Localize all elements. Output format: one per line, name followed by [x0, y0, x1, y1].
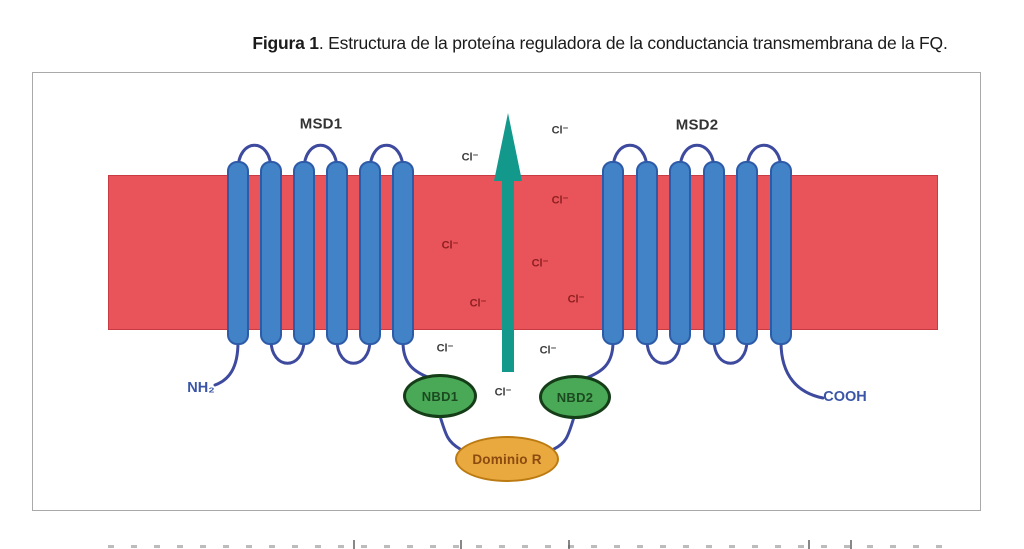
msd1-label: MSD1 [299, 115, 343, 133]
msd1-helix-3 [293, 161, 315, 345]
msd1-helix-5 [359, 161, 381, 345]
msd2-helix-2 [636, 161, 658, 345]
msd1-helix-6 [392, 161, 414, 345]
r-domain-label: Dominio R [472, 451, 542, 467]
nbd1-domain: NBD1 [403, 374, 477, 418]
figure-caption-number: Figura 1 [252, 33, 319, 53]
msd1-helix-4 [326, 161, 348, 345]
chloride-ion: Cl⁻ [551, 194, 569, 207]
msd2-helix-5 [736, 161, 758, 345]
msd1-helix-2 [260, 161, 282, 345]
carboxyl-terminal-label: COOH [823, 389, 867, 405]
msd1-helix-1 [227, 161, 249, 345]
chloride-ion: Cl⁻ [551, 124, 569, 137]
chloride-ion: Cl⁻ [441, 239, 459, 252]
chloride-ion: Cl⁻ [494, 386, 512, 399]
cutoff-text-line [108, 540, 953, 549]
chloride-ion: Cl⁻ [469, 297, 487, 310]
msd2-label: MSD2 [675, 116, 719, 134]
msd2-helix-4 [703, 161, 725, 345]
amino-terminal-label: NH₂ [187, 380, 215, 396]
figure-caption-text: . Estructura de la proteína reguladora d… [318, 33, 948, 53]
chloride-ion: Cl⁻ [531, 257, 549, 270]
nbd2-domain: NBD2 [539, 375, 611, 419]
chloride-ion: Cl⁻ [567, 293, 585, 306]
chloride-ion: Cl⁻ [539, 344, 557, 357]
chloride-ion: Cl⁻ [461, 151, 479, 164]
chloride-ion: Cl⁻ [436, 342, 454, 355]
msd2-helix-6 [770, 161, 792, 345]
msd2-helix-1 [602, 161, 624, 345]
r-domain: Dominio R [455, 436, 559, 482]
nbd2-label: NBD2 [556, 389, 594, 405]
figure-caption: Figura 1. Estructura de la proteína regu… [214, 33, 986, 54]
msd2-helix-3 [669, 161, 691, 345]
nbd1-label: NBD1 [421, 388, 459, 404]
